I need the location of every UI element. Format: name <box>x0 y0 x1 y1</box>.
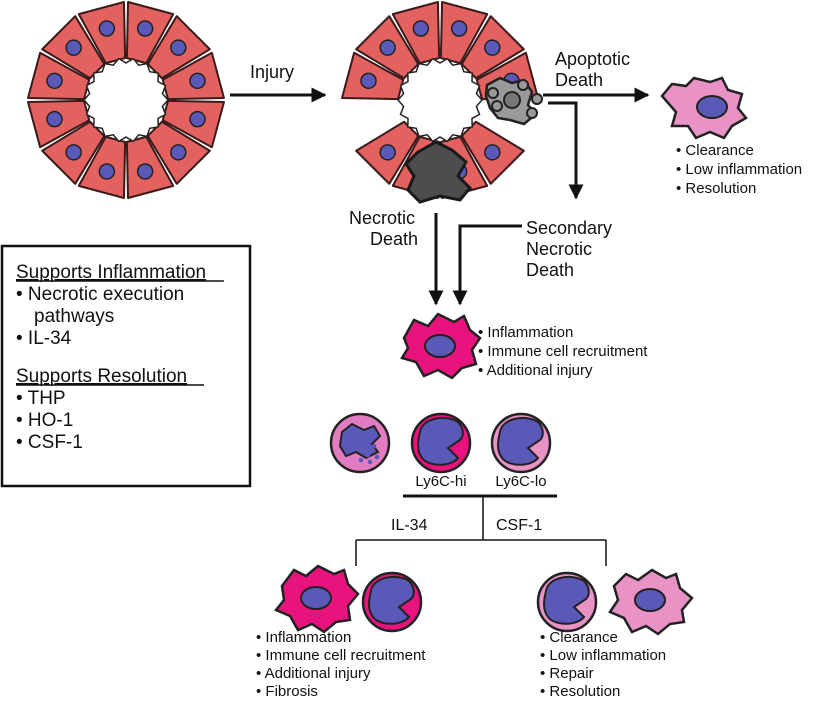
csf1-outcomes-list: • Clearance• Low inflammation• Repair• R… <box>540 629 666 700</box>
cell-nucleus <box>170 144 187 161</box>
secondary-label-line2: Necrotic <box>526 239 592 259</box>
outcome-item: • Resolution <box>676 180 756 197</box>
outcome-item: • Clearance <box>676 142 754 159</box>
cell-nucleus <box>98 20 116 37</box>
il34-label: IL-34 <box>391 517 428 534</box>
outcome-item: • Additional injury <box>256 665 371 682</box>
cell-nucleus <box>412 20 430 37</box>
legend-item: • HO-1 <box>16 410 73 431</box>
secondary-label-line3: Death <box>526 260 574 280</box>
csf1-monocyte <box>536 571 598 633</box>
ly6c-hi-monocyte <box>410 412 472 474</box>
cell-nucleus <box>484 39 501 56</box>
cell-nucleus <box>189 72 206 90</box>
csf1-label: CSF-1 <box>496 517 542 534</box>
granulocyte-cell <box>329 412 391 474</box>
cell-nucleus <box>136 163 154 180</box>
cell-nucleus <box>46 110 63 128</box>
apoptotic-cell <box>484 76 543 126</box>
legend-item: • Necrotic execution <box>16 284 184 305</box>
magenta-macrophage-necrosis <box>400 312 482 380</box>
outcome-item: • Immune cell recruitment <box>256 647 426 664</box>
outcome-item: • Resolution <box>540 683 620 700</box>
ly6c-lo-label: Ly6C-lo <box>495 473 546 490</box>
apoptosis-to-secondary-arrow <box>548 101 584 200</box>
ly6c-lo-monocyte <box>490 412 552 474</box>
outcome-item: • Low inflammation <box>676 161 802 178</box>
legend-item: pathways <box>34 306 114 327</box>
il34-monocyte <box>361 571 423 633</box>
intact-tubule <box>27 1 225 199</box>
outcome-item: • Repair <box>540 665 594 682</box>
apoptotic-death-label-line1: Apoptotic <box>555 49 630 69</box>
outcome-item: • Low inflammation <box>540 647 666 664</box>
cell-nucleus <box>484 144 501 161</box>
outcome-item: • Inflammation <box>256 629 351 646</box>
outcome-item: • Additional injury <box>478 362 593 379</box>
tubule-lumen <box>397 57 483 143</box>
csf1-macrophage <box>608 568 694 636</box>
cell-nucleus <box>450 20 468 37</box>
outcome-item: • Inflammation <box>478 324 573 341</box>
cell-nucleus <box>136 20 154 37</box>
necrotic-cell <box>404 140 473 204</box>
legend-item: • THP <box>16 388 66 409</box>
legend-content: Supports Inflammation• Necrotic executio… <box>16 262 224 453</box>
cell-nucleus <box>170 39 187 56</box>
ly6c-hi-label: Ly6C-hi <box>415 473 466 490</box>
il34-outcomes-list: • Inflammation• Immune cell recruitment•… <box>256 629 426 700</box>
pink-macrophage-apoptosis <box>660 76 748 140</box>
outcome-item: • Immune cell recruitment <box>478 343 648 360</box>
cell-nucleus <box>46 72 63 90</box>
cell-nucleus <box>65 144 82 161</box>
apoptotic-outcomes-list: • Clearance • Low inflammation • Resolutio… <box>676 142 802 197</box>
necrotic-death-label-line2: Death <box>370 229 418 249</box>
legend-item: • CSF-1 <box>16 432 83 453</box>
cell-nucleus <box>379 144 396 161</box>
legend-item: • IL-34 <box>16 328 72 349</box>
legend-box <box>0 244 252 488</box>
outcome-item: • Clearance <box>540 629 618 646</box>
apoptotic-death-label-line2: Death <box>555 70 603 90</box>
legend-section-title: Supports Resolution <box>16 366 187 387</box>
branch-tree <box>355 494 607 566</box>
secondary-label-line1: Secondary <box>526 218 612 238</box>
legend-section-title: Supports Inflammation <box>16 262 206 283</box>
injury-label: Injury <box>250 62 294 82</box>
outcome-item: • Fibrosis <box>256 683 318 700</box>
cell-nucleus <box>379 39 396 56</box>
cell-nucleus <box>98 163 116 180</box>
tubule-lumen <box>83 57 169 143</box>
il34-macrophage <box>273 564 360 634</box>
cell-nucleus <box>189 110 206 128</box>
cell-nucleus <box>360 72 377 90</box>
arrows <box>230 87 650 306</box>
necrotic-death-label-line1: Necrotic <box>349 208 415 228</box>
cell-nucleus <box>65 39 82 56</box>
necrotic-outcomes-list: • Inflammation • Immune cell recruitment •… <box>478 324 648 379</box>
secondary-necrosis-arrow <box>452 224 522 306</box>
